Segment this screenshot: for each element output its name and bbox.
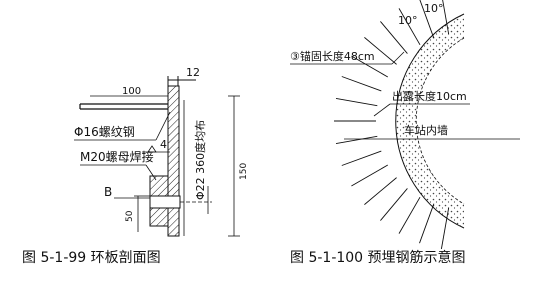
radial-rebar [398,8,421,46]
bolt-shank [149,195,181,209]
radial-rebar [364,37,397,65]
angle-label-2: 10° [424,2,444,15]
left-figure: 12 100 Φ16螺纹钢 4 M20螺母焊接 B 50 [22,66,249,266]
label-anchorage: ③锚固长度48cm [290,49,375,63]
leader-anchorage [391,51,405,65]
radial-rebar [419,203,435,244]
radial-rebar [380,188,408,221]
angle-label-1: 10° [398,14,418,27]
radial-rebar [364,177,397,205]
weld-symbol-icon [147,145,157,153]
radial-rebar [380,21,408,54]
dim-top-text: 12 [186,66,200,79]
caption-left: 图 5-1-99 环板剖面图 [22,250,161,266]
dim-150-text: 150 [239,163,249,180]
outer-arc [395,13,465,229]
caption-right: 图 5-1-100 预埋钢筋示意图 [290,249,466,266]
label-nut-weld: M20螺母焊接 [80,149,154,164]
ring-plate-section [167,85,180,237]
radial-rebar [440,207,450,250]
label-exposed: 出露长度10cm [392,89,467,103]
inner-arc [415,37,465,205]
concrete-ring [395,14,464,228]
dim-100-text: 100 [122,86,141,97]
radial-rebar [351,55,389,78]
radial-rebar [341,76,382,92]
leader-exposed [373,103,391,117]
radial-rebar [335,135,378,145]
label-b: B [104,185,112,199]
radial-rebars [334,0,450,250]
radial-rebar [419,0,435,39]
radial-rebar [351,164,389,187]
radial-rebar [398,196,421,234]
weld-number: 4 [160,138,167,151]
radial-rebar [341,150,382,166]
leader-rebar [155,111,171,141]
label-vertical-phi22: Φ22 360度均布 [193,120,207,200]
label-rebar-phi16: Φ16螺纹钢 [74,125,135,139]
label-wall: 车站内墙 [404,123,448,137]
radial-rebar [442,0,450,35]
dim-50-text: 50 [125,210,135,222]
right-figure: 10° 10° ③锚固长度48cm 出露长度10cm 车站内墙 图 5-1-10… [290,0,520,266]
radial-rebar [335,97,378,107]
